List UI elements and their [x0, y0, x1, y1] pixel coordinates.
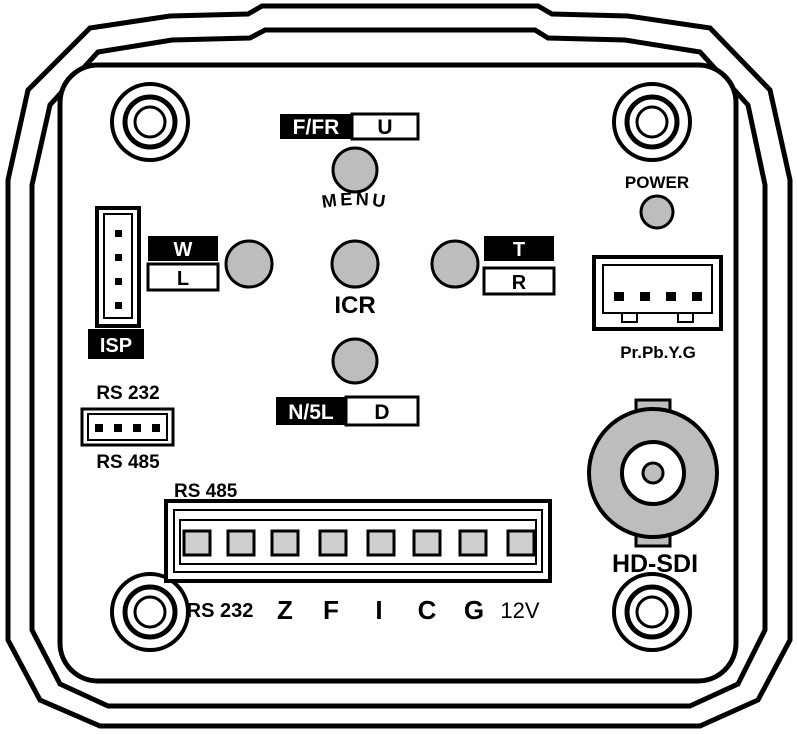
down-button-label: N/5L D: [276, 395, 420, 427]
rs-header-top-label: RS 232: [96, 383, 159, 404]
center-button[interactable]: [330, 239, 380, 289]
right-button-label: T R: [482, 236, 556, 296]
housing-outer-outline: [5, 3, 793, 729]
up-label-light: U: [377, 116, 392, 139]
right-button[interactable]: [430, 239, 480, 289]
terminal-screw-8[interactable]: [506, 529, 536, 557]
left-label-light: L: [177, 268, 189, 290]
up-button-label: F/FR U: [280, 112, 420, 141]
rs-header-bottom-label: RS 485: [96, 452, 160, 473]
terminal-label-rs232: RS 232: [187, 600, 254, 622]
power-led: [639, 194, 675, 230]
terminal-screw-7[interactable]: [458, 529, 488, 557]
terminal-label-z: Z: [277, 595, 293, 625]
mounting-screw-bottom-right: [612, 572, 692, 652]
terminal-screw-5[interactable]: [366, 529, 396, 557]
isp-connector: [95, 206, 141, 328]
mounting-screw-top-left: [110, 82, 190, 162]
terminal-label-g: G: [464, 595, 484, 625]
right-label-dark: T: [513, 239, 525, 261]
mounting-screw-top-right: [612, 82, 692, 162]
isp-label-bg: [88, 329, 144, 359]
down-label-dark: N/5L: [288, 401, 334, 424]
up-label-dark: F/FR: [293, 116, 340, 139]
terminal-block-top-label: RS 485: [174, 481, 238, 502]
terminal-screw-3[interactable]: [270, 529, 300, 557]
terminal-screw-4[interactable]: [318, 529, 348, 557]
terminal-label-c: C: [418, 595, 437, 625]
housing-inner-outline: [29, 27, 768, 709]
left-label-dark: W: [174, 239, 193, 261]
terminal-screw-2[interactable]: [226, 529, 256, 557]
terminal-screw-6[interactable]: [412, 529, 442, 557]
mounting-screw-bottom-left: [110, 572, 190, 652]
component-video-connector: [592, 255, 723, 331]
right-label-light: R: [512, 272, 527, 294]
up-button[interactable]: [331, 146, 379, 194]
down-label-light: D: [374, 401, 389, 424]
terminal-screw-1[interactable]: [182, 529, 212, 557]
down-button[interactable]: [331, 337, 379, 385]
component-video-label: Pr.Pb.Y.G: [620, 343, 696, 362]
menu-label: MENU: [320, 189, 389, 212]
bnc-connector[interactable]: [587, 398, 719, 548]
terminal-block: [164, 499, 552, 583]
power-label: POWER: [625, 173, 689, 192]
hd-sdi-label: HD-SDI: [612, 550, 698, 578]
rs-header-connector: [80, 407, 175, 447]
terminal-label-i: I: [375, 595, 382, 625]
terminal-label-12v: 12V: [500, 598, 539, 623]
icr-label: ICR: [334, 292, 375, 319]
isp-label: ISP: [100, 335, 132, 357]
left-button[interactable]: [224, 239, 274, 289]
terminal-label-f: F: [323, 595, 339, 625]
left-button-label: W L: [146, 236, 220, 292]
